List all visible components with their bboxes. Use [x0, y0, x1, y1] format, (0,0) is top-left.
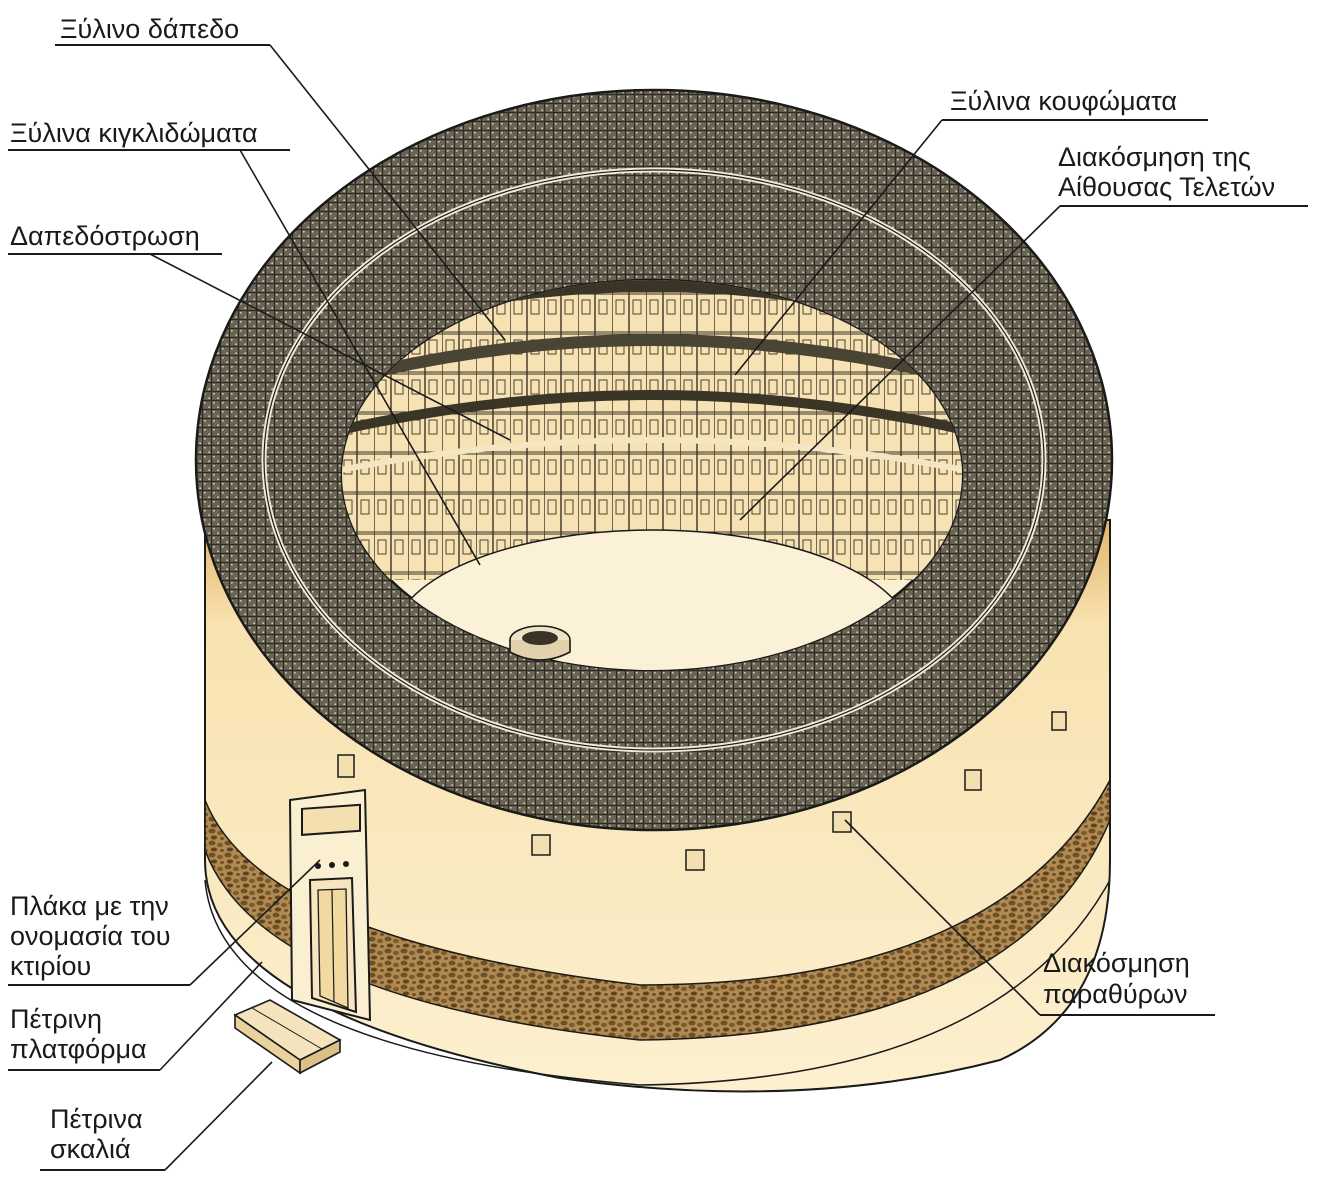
label-paving: Δαπεδόστρωση — [10, 221, 200, 251]
label-stone-steps-line2: σκαλιά — [50, 1134, 131, 1164]
label-stone-steps-line1: Πέτρινα — [50, 1104, 143, 1134]
label-name-plaque-line1: Πλάκα με την — [10, 891, 169, 921]
courtyard-well — [509, 625, 571, 661]
labels: Ξύλινο δάπεδο Ξύλινα κιγκλιδώματα Δαπεδό… — [10, 14, 1275, 1164]
label-name-plaque-line2: ονομασία του — [10, 921, 171, 951]
stone-foundation-band — [204, 779, 1111, 1041]
stone-steps — [233, 999, 342, 1075]
label-ceremony-hall-line1: Διακόσμηση της — [1058, 142, 1251, 172]
label-stone-platform-line2: πλατφόρμα — [10, 1034, 147, 1064]
label-ceremony-hall-line2: Αίθουσας Τελετών — [1058, 172, 1275, 202]
entrance-portal — [288, 788, 372, 1022]
label-name-plaque-line3: κτιρίου — [10, 951, 91, 981]
tulou-building — [194, 88, 1114, 1093]
label-window-decoration-line1: Διακόσμηση — [1043, 948, 1190, 978]
name-plaque — [301, 803, 361, 836]
label-stone-platform-line1: Πέτρινη — [10, 1004, 102, 1034]
label-window-decoration-line2: παραθύρων — [1043, 979, 1188, 1009]
leader-lines — [8, 44, 1308, 1171]
outer-windows — [337, 711, 1067, 871]
label-wooden-frames: Ξύλινα κουφώματα — [950, 86, 1177, 116]
label-wooden-floor: Ξύλινο δάπεδο — [60, 14, 239, 44]
label-wooden-railings: Ξύλινα κιγκλιδώματα — [10, 118, 258, 148]
